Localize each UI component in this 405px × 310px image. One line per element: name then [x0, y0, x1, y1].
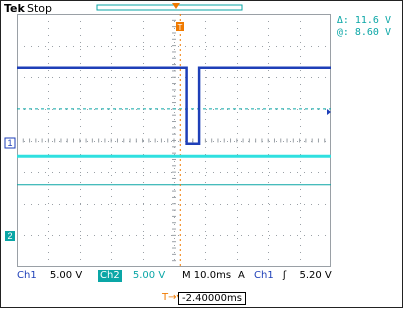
cursor-at-readout: @: 8.60 V [337, 27, 391, 38]
record-position-bar [96, 3, 243, 11]
ch2-scale-field[interactable]: Ch2 5.00 V [98, 270, 165, 282]
trigger-source: Ch1 [254, 270, 274, 281]
timebase-field[interactable]: M 10.0ms [182, 270, 231, 282]
at-symbol: @: [336, 27, 349, 38]
acquisition-status: Stop [27, 2, 53, 15]
waveform-display [17, 14, 331, 267]
trace-layer [17, 14, 331, 267]
brand-label: Tek [4, 2, 25, 15]
trigger-level: 5.20 V [299, 270, 332, 281]
record-window [96, 4, 243, 11]
trigger-marker-top-icon [172, 3, 180, 9]
trigger-field[interactable]: A Ch1 ʃ 5.20 V [238, 270, 332, 282]
delta-value: 11.6 V [354, 15, 391, 26]
ch2-scale: 5.00 V [132, 270, 166, 281]
rising-edge-icon: ʃ [282, 270, 287, 281]
graticule-grid [17, 14, 331, 267]
delta-symbol: Δ: [336, 15, 349, 26]
trigger-label: A [238, 270, 245, 281]
cursor-delta-readout: Δ: 11.6 V [337, 15, 391, 26]
ch1-scale: 5.00 V [49, 270, 83, 281]
ch1-trace [17, 66, 331, 145]
timebase: M 10.0ms [182, 270, 232, 281]
at-value: 8.60 V [354, 27, 391, 38]
ch1-label: Ch1 [17, 270, 37, 281]
trigger-position-value[interactable]: -2.40000ms [178, 292, 246, 305]
ch1-scale-field[interactable]: Ch1 5.00 V [17, 270, 82, 282]
ch2-label: Ch2 [98, 270, 122, 282]
trigger-position-icon: T→▾ [162, 292, 182, 303]
